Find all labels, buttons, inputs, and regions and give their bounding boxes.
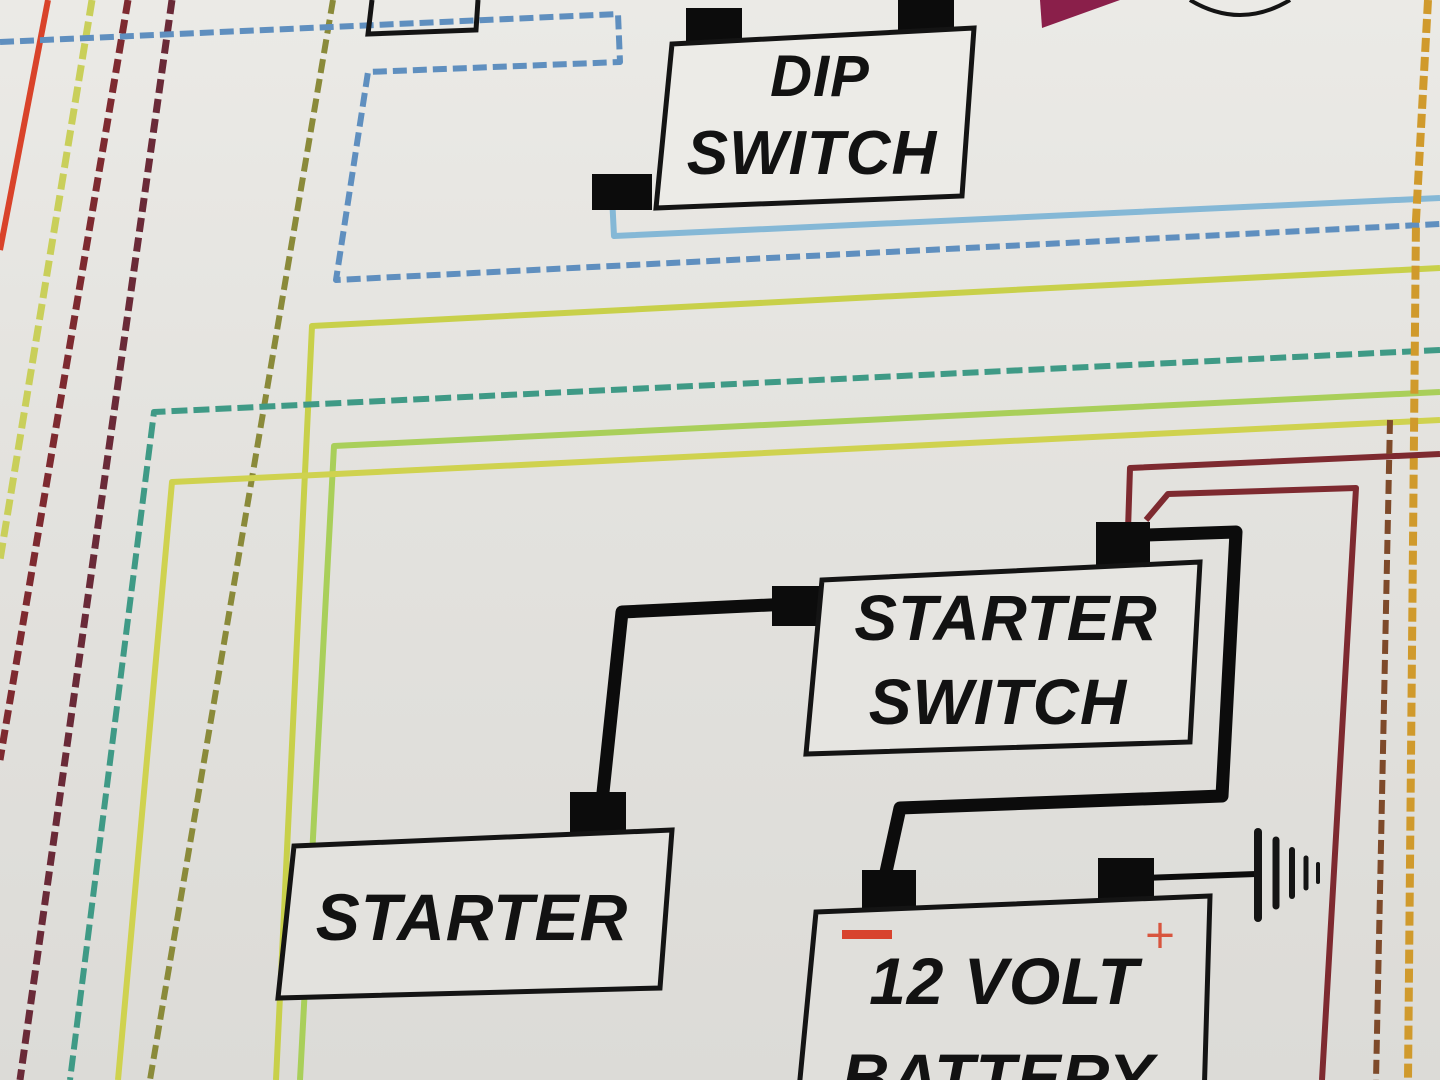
- starter-switch-label-line1: STARTER: [854, 582, 1157, 654]
- wire-red-left: [0, 0, 51, 251]
- battery-terminal-positive: [1098, 858, 1154, 900]
- starter-label: STARTER: [316, 880, 629, 954]
- wire-yellow-lower: [115, 417, 1440, 1080]
- battery-positive-symbol: +: [1143, 912, 1177, 958]
- dip-switch: DIP SWITCH: [592, 0, 977, 211]
- wire-maroon-right-inner: [1143, 485, 1359, 1080]
- wire-maroon-right-outer: [1125, 451, 1440, 531]
- wire-yellow-upper: [273, 265, 1440, 1080]
- wire-maroon-dashed-left-2: [16, 0, 176, 1080]
- wire-brown-dashed-right: [1373, 419, 1393, 1080]
- battery-label-line2: BATTERY: [842, 1040, 1159, 1080]
- starter-switch-label-line2: SWITCH: [869, 666, 1128, 738]
- starter: STARTER: [275, 792, 675, 1001]
- starter-switch-box: [803, 559, 1203, 757]
- wire-blue-dashed-top: [0, 11, 1440, 283]
- starter-switch: STARTER SWITCH: [772, 522, 1203, 757]
- headlamp-wedge: [1040, 0, 1120, 28]
- battery-label-line1: 12 VOLT: [869, 944, 1143, 1018]
- dip-switch-terminal-left: [686, 8, 742, 42]
- headlamp-fragment: [1040, 0, 1292, 28]
- dip-switch-label-line1: DIP: [770, 44, 870, 109]
- cable-battery-to-starter-switch: [879, 525, 1243, 874]
- battery: − + 12 VOLT BATTERY: [797, 858, 1213, 1080]
- partial-component-box: [365, 0, 481, 37]
- battery-box: [797, 893, 1213, 1080]
- wire-yellow-dashed-left: [0, 0, 96, 561]
- wire-maroon-dashed-left-1: [0, 0, 132, 761]
- dip-switch-box: [653, 25, 977, 211]
- battery-terminal-negative: [862, 870, 916, 912]
- starter-box: [275, 827, 675, 1001]
- wire-olive-dashed-left: [147, 0, 336, 1080]
- cable-battery-to-ground: [1141, 871, 1257, 881]
- starter-terminal-top: [570, 792, 626, 832]
- dip-switch-label-line2: SWITCH: [687, 119, 938, 188]
- headlamp-circle-fragment: [1188, 0, 1292, 17]
- dip-switch-terminal-bottom: [592, 174, 652, 210]
- wire-orange-dashed-right: [1404, 0, 1432, 1080]
- ground-symbol: [1254, 828, 1320, 922]
- battery-negative-marker: [842, 930, 892, 939]
- starter-switch-terminal-top: [1096, 522, 1150, 566]
- dip-switch-terminal-right: [898, 0, 954, 32]
- wire-teal-dashed: [67, 347, 1440, 1080]
- cable-starter-switch-to-starter: [595, 597, 791, 803]
